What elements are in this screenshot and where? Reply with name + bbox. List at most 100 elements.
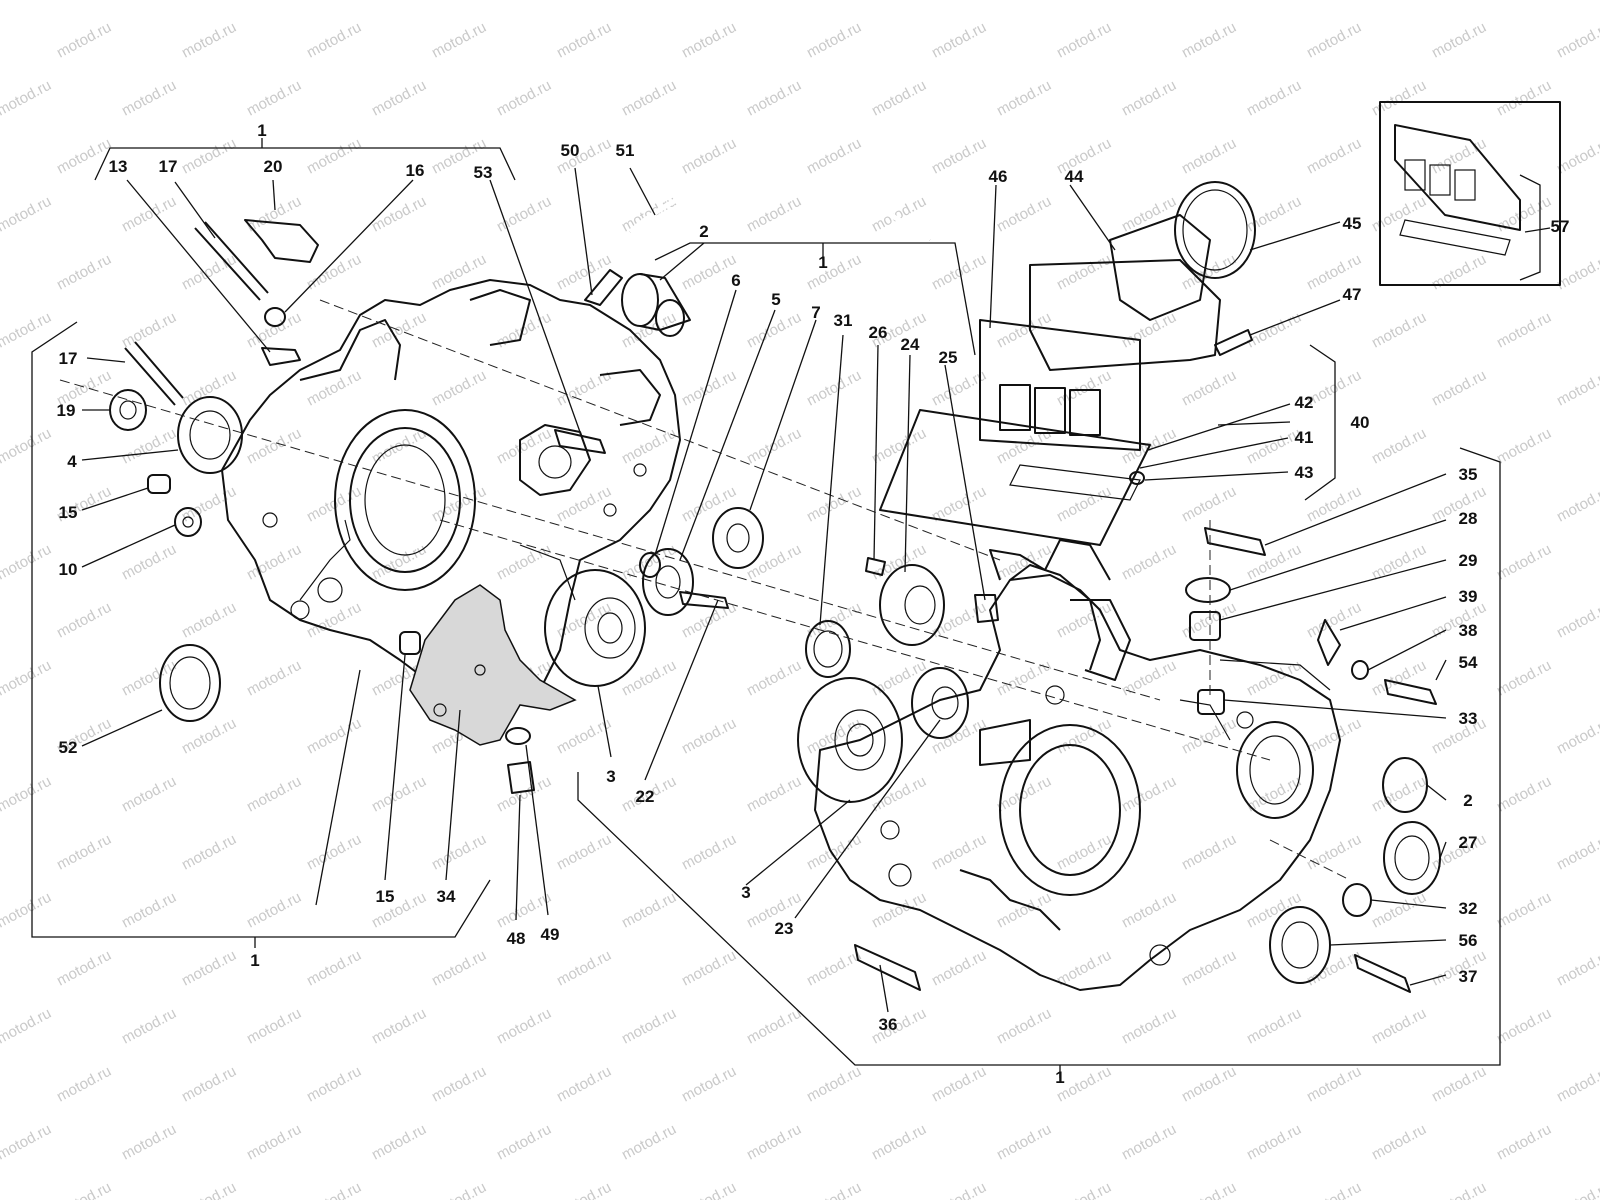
watermark-text: motod.ru [1494,1121,1554,1164]
watermark-text: motod.ru [1494,309,1554,352]
watermark-text: motod.ru [869,193,929,236]
watermark-text: motod.ru [494,193,554,236]
watermark-text: motod.ru [1244,541,1304,584]
watermark-text: motod.ru [744,1121,804,1164]
watermark-text: motod.ru [119,773,179,816]
callout-54: 54 [1459,653,1478,672]
watermark-text: motod.ru [0,1005,54,1048]
callout-6: 6 [731,271,740,290]
watermark-text: motod.ru [1494,541,1554,584]
watermark-text: motod.ru [619,889,679,932]
watermark-text: motod.ru [679,1179,739,1200]
watermark-text: motod.ru [1304,947,1364,990]
watermark-text: motod.ru [1369,889,1429,932]
watermark-text: motod.ru [0,773,54,816]
callout-1-right-bottom: 1 [1055,1068,1064,1087]
watermark-text: motod.ru [179,483,239,526]
watermark-text: motod.ru [929,1179,989,1200]
watermark-text: motod.ru [494,1121,554,1164]
watermark-text: motod.ru [244,541,304,584]
watermark-text: motod.ru [179,599,239,642]
watermark-text: motod.ru [244,309,304,352]
right-crankcase-half [814,539,1341,991]
callout-7: 7 [811,303,820,322]
watermark-text: motod.ru [244,425,304,468]
watermark-text: motod.ru [744,773,804,816]
watermark-text: motod.ru [619,0,679,4]
callout-44: 44 [1065,167,1084,186]
watermark-text: motod.ru [1054,135,1114,178]
watermark-text: motod.ru [1494,425,1554,468]
watermark-text: motod.ru [1304,715,1364,758]
callout-33: 33 [1459,709,1478,728]
watermark-text: motod.ru [54,1179,114,1200]
watermark-text: motod.ru [929,831,989,874]
watermark-text: motod.ru [1119,1005,1179,1048]
callout-4: 4 [67,452,77,471]
callout-16: 16 [406,161,425,180]
callout-37: 37 [1459,967,1478,986]
watermark-text: motod.ru [244,773,304,816]
callout-42: 42 [1295,393,1314,412]
watermark-text: motod.ru [369,773,429,816]
watermark-text: motod.ru [1179,19,1239,62]
watermark-text: motod.ru [1054,483,1114,526]
watermark-text: motod.ru [869,77,929,120]
callout-3-center: 3 [741,883,750,902]
callout-19: 19 [57,401,76,420]
watermark-text: motod.ru [744,657,804,700]
watermark-text: motod.ru [369,1005,429,1048]
watermark-text: motod.ru [304,367,364,410]
watermark-text: motod.ru [1119,77,1179,120]
watermark-text: motod.ru [1119,889,1179,932]
watermark-text: motod.ru [1119,193,1179,236]
watermark-text: motod.ru [554,1063,614,1106]
callout-24: 24 [901,335,920,354]
watermark-text: motod.ru [119,1005,179,1048]
watermark-text: motod.ru [804,831,864,874]
watermark-text: motod.ru [119,77,179,120]
watermark-text: motod.ru [744,1005,804,1048]
watermark-text: motod.ru [1179,831,1239,874]
watermark-text: motod.ru [1369,425,1429,468]
watermark-text: motod.ru [119,309,179,352]
watermark-text: motod.ru [1119,657,1179,700]
callout-53: 53 [474,163,493,182]
watermark-text: motod.ru [369,77,429,120]
watermark-text: motod.ru [429,367,489,410]
watermark-text: motod.ru [1054,251,1114,294]
watermark-text: motod.ru [1119,541,1179,584]
watermark-text: motod.ru [54,947,114,990]
watermark-text: motod.ru [1369,193,1429,236]
watermark-text: motod.ru [0,657,54,700]
callout-50: 50 [561,141,580,160]
callout-45: 45 [1343,214,1362,233]
watermark-text: motod.ru [994,541,1054,584]
watermark-text: motod.ru [179,19,239,62]
watermark-text: motod.ru [179,135,239,178]
watermark-text: motod.ru [994,0,1054,4]
watermark-text: motod.ru [1369,0,1429,4]
watermark-text: motod.ru [869,541,929,584]
watermark-text: motod.ru [494,425,554,468]
callout-34: 34 [437,887,456,906]
watermark-text: motod.ru [679,1063,739,1106]
watermark-text: motod.ru [994,1121,1054,1164]
watermark-text: motod.ru [1494,0,1554,4]
watermark-text: motod.ru [1369,77,1429,120]
watermark-text: motod.ru [54,19,114,62]
watermark-text: motod.ru [1554,1179,1600,1200]
callout-labels: 1 13 17 20 16 53 50 51 2 6 5 1 7 31 26 2… [57,121,1570,1087]
watermark-text: motod.ru [804,19,864,62]
callout-28: 28 [1459,509,1478,528]
callout-15-left: 15 [59,503,78,522]
watermark-text: motod.ru [179,1179,239,1200]
watermark-text: motod.ru [244,77,304,120]
watermark-text: motod.ru [1179,135,1239,178]
callout-52: 52 [59,738,78,757]
watermark-text: motod.ru [554,715,614,758]
watermark-text: motod.ru [369,0,429,4]
watermark-text: motod.ru [994,1005,1054,1048]
watermark-text: motod.ru [554,367,614,410]
